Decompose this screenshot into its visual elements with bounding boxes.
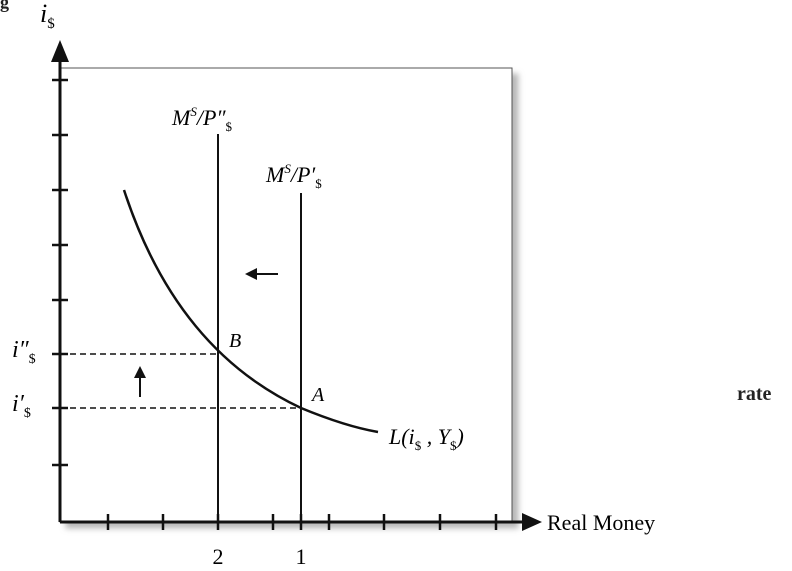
label-money-demand: L(i$ , Y$) [388,424,464,453]
x-axis-label: Real Money [547,510,655,535]
y-axis-minor-ticks [52,78,68,467]
y-axis-label: i$ [40,0,55,32]
x-tick-label-2: 2 [213,544,224,569]
side-text-fragment: rate [737,383,772,405]
x-axis-arrowhead [522,513,542,531]
label-supply-double-prime: MS/P″$ [171,104,233,134]
corner-text-fragment: g [0,0,9,12]
left-arrow [245,268,278,280]
y-tick-label-i-prime: i′$ [12,391,31,421]
plot-frame [59,67,513,523]
x-tick-label-1: 1 [296,544,307,569]
series-money-demand-curve [122,189,379,434]
point-label-a: A [310,384,325,406]
y-axis-arrowhead [51,40,69,62]
label-supply-prime: MS/P′$ [265,161,322,191]
y-tick-label-i-double-prime: i″$ [12,337,36,367]
up-arrow [134,366,146,397]
point-label-b: B [229,330,241,352]
